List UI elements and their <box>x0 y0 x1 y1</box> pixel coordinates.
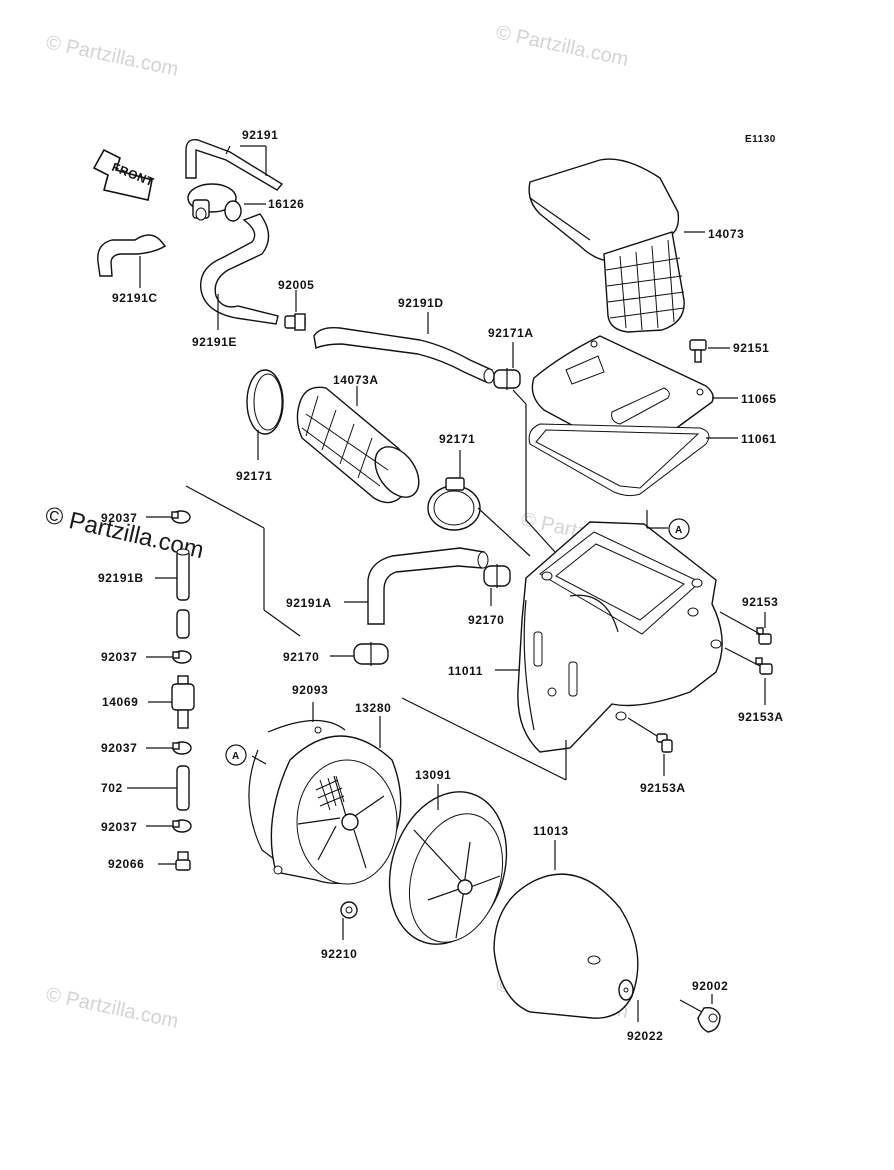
bolt-92153 <box>756 627 772 645</box>
mesh-patch <box>315 775 345 811</box>
label-92191: 92191 <box>242 128 278 142</box>
label-92191C: 92191C <box>112 291 158 305</box>
clamp-92171 <box>427 477 481 531</box>
label-11065: 11065 <box>741 392 777 406</box>
label-92170-1: 92170 <box>283 650 319 664</box>
label-11013: 11013 <box>533 824 569 838</box>
label-11061: 11061 <box>741 432 777 446</box>
label-92191E: 92191E <box>192 335 237 349</box>
callout-a-lower: A <box>225 744 247 766</box>
hose-92191 <box>185 139 284 191</box>
label-14073: 14073 <box>708 227 744 241</box>
hose-92191C <box>97 234 167 277</box>
filter-14069 <box>171 675 195 729</box>
label-11011: 11011 <box>448 664 483 678</box>
label-16126: 16126 <box>268 197 304 211</box>
label-92002: 92002 <box>692 979 728 993</box>
cage-13091 <box>388 791 508 945</box>
hose-92191A <box>367 547 489 625</box>
label-92153: 92153 <box>742 595 778 609</box>
bolt-92151 <box>689 339 707 363</box>
label-92191A: 92191A <box>286 596 332 610</box>
label-92151: 92151 <box>733 341 769 355</box>
airbox-11011 <box>517 521 723 753</box>
label-14069: 14069 <box>102 695 138 709</box>
label-92153A-1: 92153A <box>738 710 784 724</box>
label-92170-2: 92170 <box>468 613 504 627</box>
snorkel-14073 <box>528 158 685 333</box>
clip-92170-2 <box>483 564 511 588</box>
leader-lines <box>127 145 766 1022</box>
label-92022: 92022 <box>627 1029 663 1043</box>
label-92171A: 92171A <box>488 326 534 340</box>
element-11013 <box>493 873 639 1019</box>
label-92093: 92093 <box>292 683 328 697</box>
label-92210: 92210 <box>321 947 357 961</box>
gasket-11061 <box>528 423 710 497</box>
watermark-top-right: © Partzilla.com <box>494 21 630 71</box>
clip-92037-4 <box>172 819 192 833</box>
label-13091: 13091 <box>415 768 451 782</box>
clip-92037-2 <box>172 650 192 664</box>
nut-92210 <box>340 901 358 919</box>
label-92171-clamp: 92171 <box>439 432 475 446</box>
label-13280: 13280 <box>355 701 391 715</box>
tube-92191B <box>176 548 190 639</box>
label-92037-1: 92037 <box>101 511 137 525</box>
duct-14073A <box>296 386 420 504</box>
label-92191D: 92191D <box>398 296 444 310</box>
front-arrow: FRONT <box>92 148 156 201</box>
bolt-92153A-2 <box>656 733 673 753</box>
washer-92022 <box>618 979 634 1001</box>
clip-92171A <box>493 368 521 390</box>
label-92037-3: 92037 <box>101 741 137 755</box>
watermark-bottom-left: © Partzilla.com <box>44 983 180 1033</box>
label-92037-2: 92037 <box>101 650 137 664</box>
clip-92037-1 <box>171 510 191 524</box>
cover-11065 <box>531 335 714 453</box>
label-14073A: 14073A <box>333 373 379 387</box>
valve-16126 <box>187 183 242 222</box>
label-92037-4: 92037 <box>101 820 137 834</box>
band-92171 <box>246 369 284 435</box>
label-92066: 92066 <box>108 857 144 871</box>
clip-92037-3 <box>172 741 192 755</box>
label-92005: 92005 <box>278 278 314 292</box>
label-702: 702 <box>101 781 123 795</box>
hose-92191D <box>313 326 495 384</box>
clip-92170-1 <box>353 642 389 666</box>
callout-a-upper-label: A <box>675 525 683 536</box>
bolt-92002 <box>679 999 721 1033</box>
fitting-92005 <box>284 313 306 331</box>
label-92171-band: 92171 <box>236 469 272 483</box>
tube-702 <box>176 765 190 811</box>
part-labels: 92191 16126 92191C 92191E 92005 92191D 9… <box>98 128 784 1043</box>
diagram-code: E1130 <box>745 134 776 145</box>
label-92191B: 92191B <box>98 571 144 585</box>
bolt-92153A-1 <box>755 657 773 675</box>
callout-a-upper: A <box>668 518 690 540</box>
cover-13280 <box>270 726 402 885</box>
hose-92191E <box>199 213 279 325</box>
label-92153A-2: 92153A <box>640 781 686 795</box>
plug-92066 <box>175 851 191 871</box>
watermark-top-left: © Partzilla.com <box>44 31 180 81</box>
callout-a-lower-label: A <box>232 751 240 762</box>
